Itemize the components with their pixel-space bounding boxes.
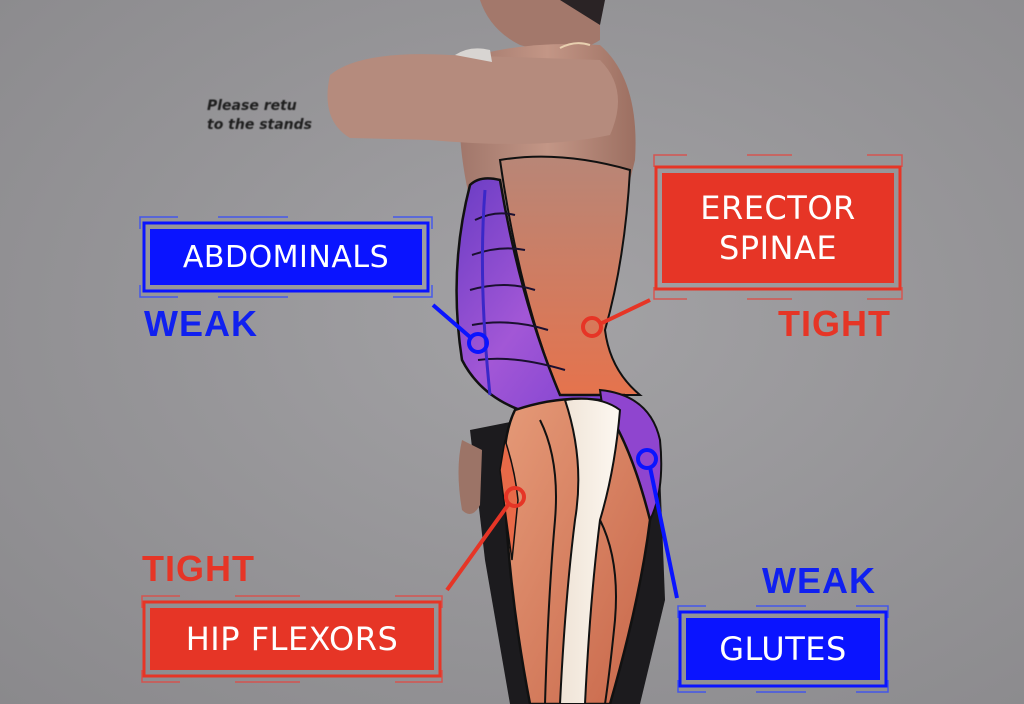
wall-sign-line-2: to the stands <box>207 117 313 133</box>
callout-label-box: GLUTES <box>686 618 880 680</box>
callout-label: HIP FLEXORS <box>185 620 399 658</box>
callout-label-line-1: ERECTOR <box>700 189 856 227</box>
callout-label-box: ABDOMINALS <box>150 229 422 285</box>
callout-frame <box>139 216 433 298</box>
status-tight: TIGHT <box>142 548 255 589</box>
callout-label-line-2: SPINAE <box>718 229 838 267</box>
status-tight: TIGHT <box>778 303 891 344</box>
wall-sign-line-1: Please retu <box>207 98 297 114</box>
callout-frame <box>677 605 889 693</box>
status-weak: WEAK <box>762 560 876 601</box>
callout-label-box: HIP FLEXORS <box>150 608 434 670</box>
hip-flexors-pointer <box>445 486 526 592</box>
callout-label: ABDOMINALS <box>182 239 390 275</box>
callout-frame <box>653 154 903 300</box>
callout-label-box: ERECTOR SPINAE <box>662 173 894 283</box>
abdominals-pointer <box>431 303 489 354</box>
glutes-pointer <box>636 448 679 599</box>
erector-spinae-pointer <box>581 298 651 338</box>
status-weak: WEAK <box>144 303 258 344</box>
callout-frame <box>141 595 443 683</box>
wall-sign: Please retu to the stands <box>207 97 312 135</box>
callout-label: GLUTES <box>719 630 847 668</box>
